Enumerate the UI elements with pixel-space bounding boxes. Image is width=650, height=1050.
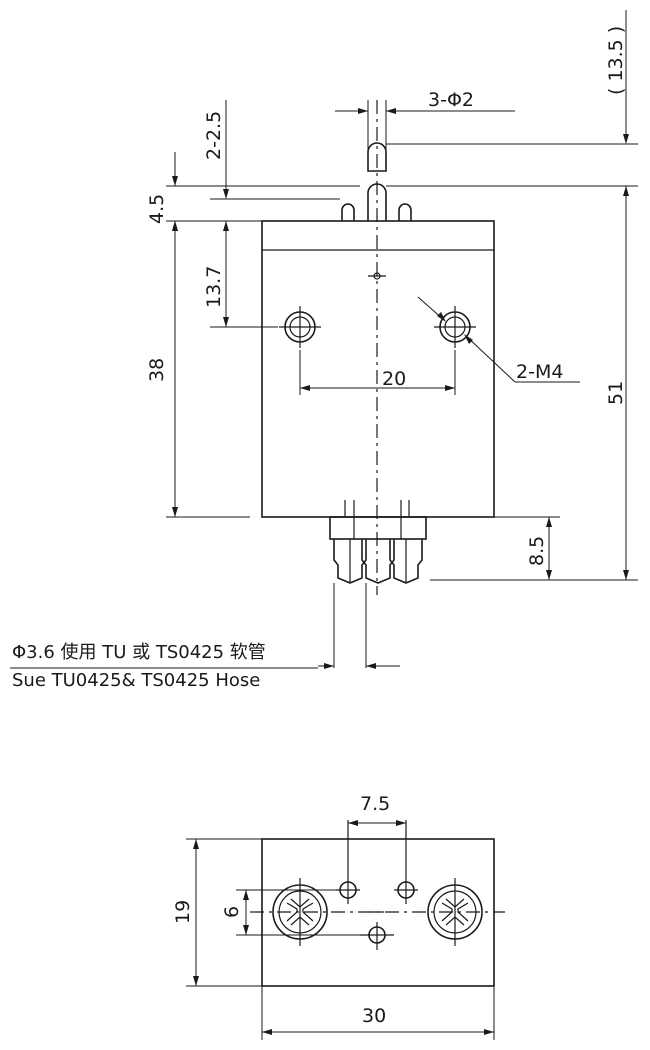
bottom-view: 7.5 19 6 30: [172, 793, 505, 1040]
dim-13-5-label: ( 13.5 ): [605, 26, 627, 95]
mounting-hole-right: [434, 306, 476, 348]
dim-51-label: 51: [605, 381, 627, 405]
dim-8-5: 8.5: [494, 516, 560, 580]
pin-center: [367, 183, 387, 221]
dim-13-5: ( 13.5 ): [386, 10, 638, 145]
dim-51: 51: [386, 185, 638, 581]
valve-body: [261, 220, 495, 518]
dim-4-5-label: 4.5: [146, 194, 168, 224]
port-hole-left: [336, 820, 360, 904]
dim-8-5-label: 8.5: [526, 536, 548, 566]
dim-3-phi2: 3-Φ2: [335, 89, 515, 150]
mounting-hole-left: [279, 306, 321, 348]
dim-38: 38: [146, 221, 250, 518]
hose-note-line1: Φ3.6 使用 TU 或 TS0425 软管: [12, 642, 266, 663]
dim-13-7: 13.7: [203, 220, 278, 328]
dim-4-5: 4.5: [146, 152, 360, 231]
dim-7-5-label: 7.5: [360, 793, 390, 815]
dim-19-label: 19: [172, 900, 194, 924]
dim-2-2-5-label: 2-2.5: [203, 111, 225, 160]
dim-30-label: 30: [362, 1005, 386, 1027]
hose-fittings: [329, 500, 427, 584]
port-hole-center: [360, 922, 394, 950]
pin-left: [341, 203, 355, 221]
hose-note-line2: Sue TU0425& TS0425 Hose: [12, 670, 260, 691]
dim-2-2-5: 2-2.5: [203, 100, 340, 200]
port-hole-right: [394, 820, 418, 904]
dim-2-m4-label: 2-M4: [516, 361, 563, 383]
dim-38-label: 38: [146, 358, 168, 382]
dim-30: 30: [261, 986, 495, 1040]
dim-2-m4: 2-M4: [417, 296, 580, 383]
pin-center-tip: [367, 142, 387, 172]
pin-right: [398, 203, 412, 221]
dim-7-5: 7.5: [348, 793, 406, 826]
dim-13-7-label: 13.7: [203, 266, 225, 308]
front-view: 3-Φ2 2-2.5 4.5 13.7: [10, 10, 638, 691]
screw-right: [427, 878, 483, 946]
dim-19: 19: [172, 838, 262, 987]
dim-6-label: 6: [221, 906, 243, 918]
dim-20-label: 20: [382, 368, 406, 390]
dim-3-phi2-label: 3-Φ2: [428, 89, 474, 111]
dim-hose: Φ3.6 使用 TU 或 TS0425 软管 Sue TU0425& TS042…: [10, 583, 400, 691]
dim-20: 20: [299, 350, 456, 395]
dim-6: 6: [221, 889, 368, 936]
